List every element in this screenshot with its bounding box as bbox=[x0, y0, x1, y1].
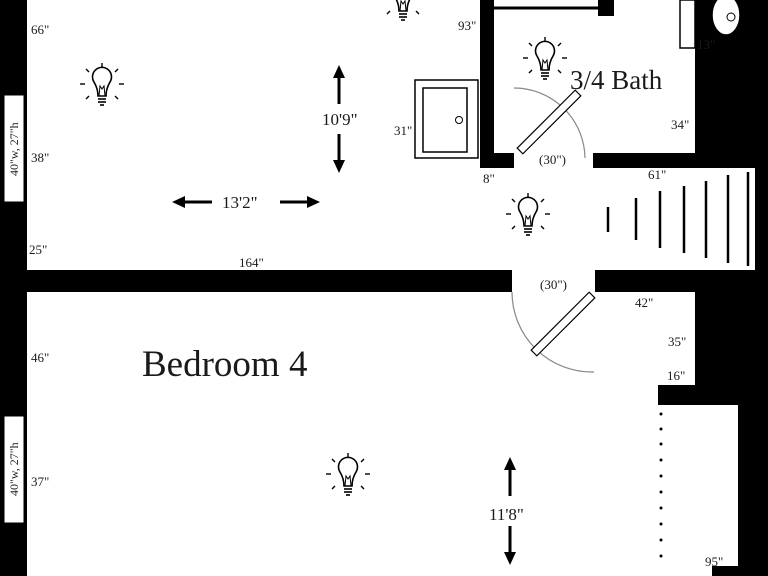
bedroom-height-label: 11'8" bbox=[489, 505, 524, 524]
arrows bbox=[172, 65, 516, 565]
bedroom-door bbox=[511, 291, 596, 373]
window-upper-label: 40"w, 27"h bbox=[7, 122, 21, 176]
wall-66-label: 66" bbox=[31, 22, 49, 37]
light-bulb-icon bbox=[325, 452, 371, 496]
bath-door bbox=[513, 87, 586, 159]
bedroom-wall-46-label: 46" bbox=[31, 350, 49, 365]
hall-wall-42-label: 42" bbox=[635, 295, 653, 310]
right-wall-edge bbox=[738, 405, 768, 576]
bath-top-stub bbox=[598, 0, 614, 16]
bath-room-label: 3/4 Bath bbox=[570, 65, 663, 95]
wall-8-label: 8" bbox=[483, 171, 495, 186]
mid-wall-left bbox=[0, 270, 512, 292]
window-lower-label: 40"w, 27"h bbox=[7, 442, 21, 496]
upper-room-height-label: 10'9" bbox=[322, 110, 358, 129]
closet-bottom-wall bbox=[712, 566, 768, 576]
window-upper: 40"w, 27"h bbox=[3, 94, 25, 203]
light-bulb-icon bbox=[79, 62, 125, 106]
light-bulb-icon bbox=[522, 36, 568, 80]
right-wall-upper bbox=[695, 292, 768, 388]
bedroom-wall-37-label: 37" bbox=[31, 474, 49, 489]
window-lower: 40"w, 27"h bbox=[3, 415, 25, 524]
bath-wall-13-label: 13" bbox=[697, 37, 715, 52]
wall-93-label: 93" bbox=[458, 18, 476, 33]
right-wall-lower bbox=[658, 385, 768, 405]
light-bulb-icon bbox=[380, 0, 426, 21]
hall-wall-35-label: 35" bbox=[668, 334, 686, 349]
light-bulb-icon bbox=[505, 192, 551, 236]
bath-wall-34-label: 34" bbox=[671, 117, 689, 132]
shower-stall bbox=[414, 79, 479, 159]
wall-164-label: 164" bbox=[239, 255, 264, 270]
bath-left-wall bbox=[480, 0, 494, 168]
closet-dotted-line bbox=[659, 412, 663, 558]
bath-bottom-wall-left bbox=[480, 153, 514, 168]
hall-wall-16-label: 16" bbox=[667, 368, 685, 383]
bath-door-label: (30") bbox=[539, 152, 566, 167]
stair-right-wall bbox=[755, 168, 768, 270]
mid-wall-right bbox=[595, 270, 768, 292]
stairs bbox=[606, 172, 750, 266]
hall-wall-61-label: 61" bbox=[648, 167, 666, 182]
upper-room-width-label: 13'2" bbox=[222, 193, 258, 212]
wall-25-label: 25" bbox=[29, 242, 47, 257]
bedroom-room-label: Bedroom 4 bbox=[142, 344, 307, 385]
closet-depth-label: 31" bbox=[394, 123, 412, 138]
hall-door-label: (30") bbox=[540, 277, 567, 292]
bedroom-wall-95-label: 95" bbox=[705, 554, 723, 569]
sink bbox=[679, 0, 741, 49]
wall-38-label: 38" bbox=[31, 150, 49, 165]
